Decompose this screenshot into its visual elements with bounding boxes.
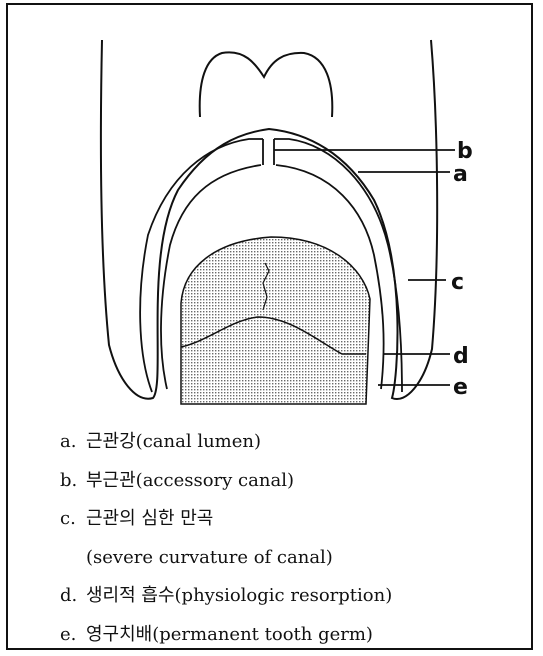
legend-letter: d.: [60, 577, 86, 616]
legend-item-d: d.생리적 흡수(physiologic resorption): [60, 577, 530, 616]
legend: a.근관강(canal lumen) b.부근관(accessory canal…: [60, 423, 530, 654]
legend-item-b: b.부근관(accessory canal): [60, 462, 530, 501]
legend-letter: c.: [60, 500, 86, 539]
legend-item-c: c.근관의 심한 만곡: [60, 500, 530, 539]
legend-item-e: e.영구치배(permanent tooth germ): [60, 616, 530, 655]
legend-letter: a.: [60, 423, 86, 462]
legend-letter: e.: [60, 616, 86, 655]
accessory-canal: [263, 139, 274, 165]
label-d: d: [453, 344, 469, 369]
legend-letter: b.: [60, 462, 86, 501]
permanent-tooth-germ: [181, 237, 370, 404]
legend-text: 부근관(accessory canal): [86, 470, 294, 491]
label-c: c: [451, 270, 464, 295]
legend-item-c-continued: (severe curvature of canal): [60, 539, 530, 578]
label-b: b: [457, 139, 473, 164]
legend-text: 근관강(canal lumen): [86, 431, 261, 452]
crown-contour: [200, 52, 333, 117]
legend-text: 생리적 흡수(physiologic resorption): [86, 585, 392, 606]
label-a: a: [453, 162, 468, 187]
legend-text: (severe curvature of canal): [86, 547, 333, 568]
tooth-diagram: b a c d e: [8, 5, 531, 415]
legend-item-a: a.근관강(canal lumen): [60, 423, 530, 462]
legend-text: 근관의 심한 만곡: [86, 508, 213, 529]
label-e: e: [453, 375, 468, 400]
legend-text: 영구치배(permanent tooth germ): [86, 624, 373, 645]
